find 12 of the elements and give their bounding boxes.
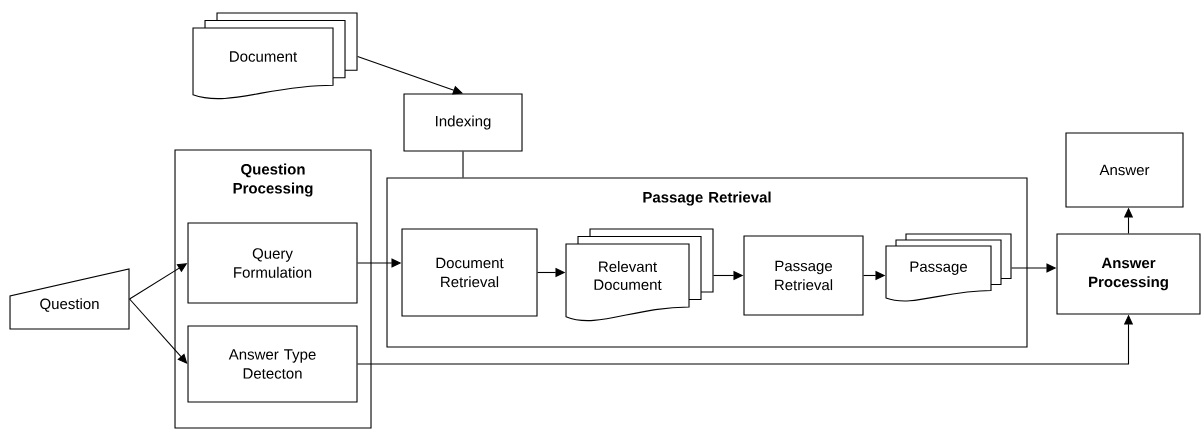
arrow [129, 298, 188, 364]
process-box: Document Retrieval [401, 228, 538, 317]
document-stack: Relevant Document [565, 228, 714, 322]
document-stack: Passage [885, 233, 1012, 302]
arrow [357, 55, 463, 95]
process-box: Answer Type Detecton [187, 325, 358, 403]
process-box: Passage Retrieval [743, 235, 864, 316]
process-box: Indexing [403, 93, 523, 152]
process-box: Answer Processing [1056, 233, 1201, 315]
process-box: Query Formulation [187, 222, 358, 304]
process-box: Answer [1065, 132, 1184, 208]
document-stack: Document [192, 12, 358, 100]
